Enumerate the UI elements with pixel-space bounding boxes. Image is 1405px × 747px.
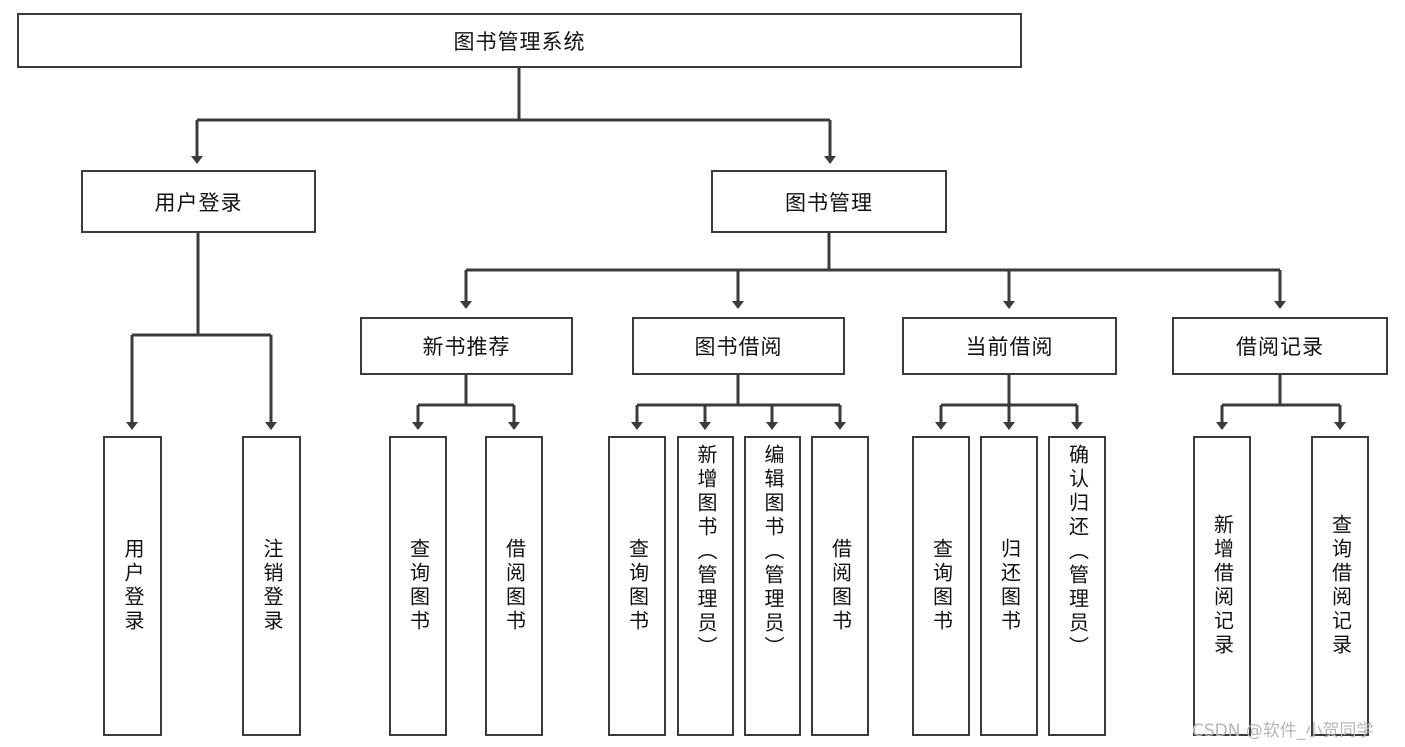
leaf-confirm-return-admin[interactable]: 确认归还（管理员） (1048, 436, 1106, 736)
node-label: 借阅图书 (502, 538, 527, 634)
node-label: 查询图书 (929, 538, 954, 634)
watermark: CSDN @软件_小贺同学 (1192, 721, 1374, 741)
node-borrow-records[interactable]: 借阅记录 (1172, 317, 1388, 375)
node-book-management[interactable]: 图书管理 (711, 170, 947, 233)
node-new-book-recommend[interactable]: 新书推荐 (360, 317, 573, 375)
node-label: 新书推荐 (422, 335, 511, 359)
leaf-add-book-admin[interactable]: 新增图书（管理员） (677, 436, 734, 736)
node-label: 查询图书 (406, 538, 431, 634)
leaf-return-book[interactable]: 归还图书 (980, 436, 1038, 736)
node-label: 确认归还（管理员） (1065, 444, 1090, 660)
node-label: 注销登录 (260, 538, 284, 634)
node-label: 新增图书（管理员） (694, 444, 718, 660)
node-label: 用户登录 (121, 538, 145, 634)
leaf-edit-book-admin[interactable]: 编辑图书（管理员） (744, 436, 801, 736)
node-label: 新增借阅记录 (1210, 514, 1235, 658)
leaf-query-book-current[interactable]: 查询图书 (912, 436, 970, 736)
node-label: 用户登录 (154, 190, 243, 215)
node-label: 图书借阅 (694, 335, 783, 359)
node-label: 查询借阅记录 (1328, 514, 1353, 658)
node-label: 当前借阅 (965, 335, 1054, 359)
node-label: 借阅记录 (1236, 335, 1324, 359)
node-label: 图书管理系统 (453, 29, 586, 54)
node-label: 图书管理 (785, 190, 873, 215)
leaf-borrow-book-recommend[interactable]: 借阅图书 (485, 436, 543, 736)
node-book-management-system[interactable]: 图书管理系统 (17, 13, 1022, 68)
leaf-query-borrow-record[interactable]: 查询借阅记录 (1311, 436, 1369, 736)
node-label: 编辑图书（管理员） (761, 444, 785, 660)
node-book-borrow[interactable]: 图书借阅 (632, 317, 845, 375)
node-label: 归还图书 (997, 538, 1022, 634)
leaf-borrow-book[interactable]: 借阅图书 (811, 436, 869, 736)
leaf-query-book-recommend[interactable]: 查询图书 (389, 436, 447, 736)
leaf-user-login[interactable]: 用户登录 (103, 436, 162, 736)
node-current-borrow[interactable]: 当前借阅 (902, 317, 1117, 375)
node-label: 借阅图书 (828, 538, 853, 634)
leaf-logout[interactable]: 注销登录 (242, 436, 301, 736)
leaf-query-book-borrow[interactable]: 查询图书 (608, 436, 666, 736)
node-user-login[interactable]: 用户登录 (81, 170, 316, 233)
leaf-add-borrow-record[interactable]: 新增借阅记录 (1193, 436, 1251, 736)
node-label: 查询图书 (625, 538, 650, 634)
